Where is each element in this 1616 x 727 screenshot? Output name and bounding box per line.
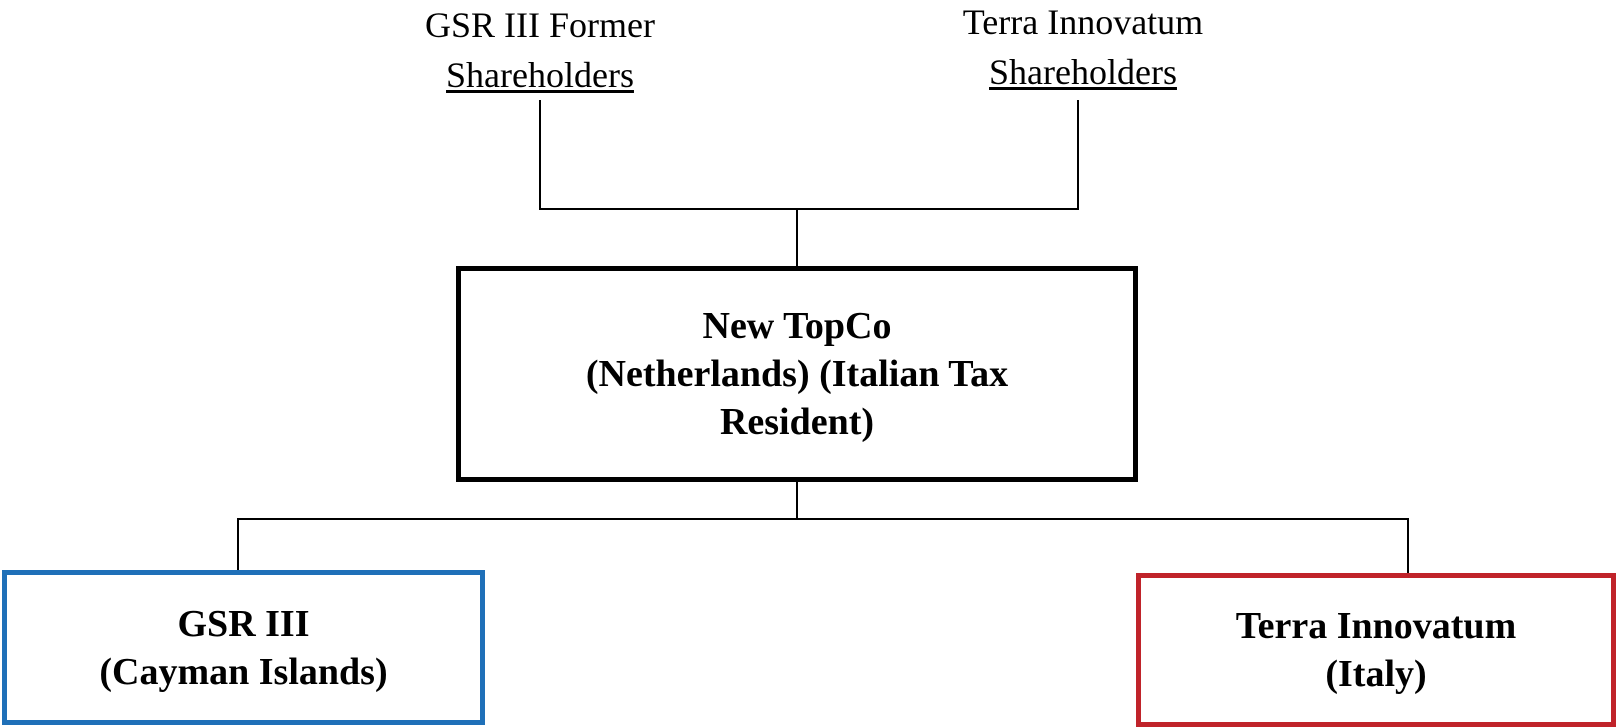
connector-shareholders-horizontal (539, 208, 1079, 210)
terra-box-line1: Terra Innovatum (1235, 605, 1517, 647)
connector-subsidiaries-horizontal (237, 518, 1409, 520)
terra-box-line2: (Italy) (1325, 653, 1427, 695)
connector-to-gsr-box (237, 518, 239, 572)
gsr-shareholders-line1: GSR III Former (425, 5, 655, 45)
gsr-former-shareholders-label: GSR III Former Shareholders (390, 0, 690, 100)
gsr-shareholders-line2: Shareholders (446, 55, 634, 95)
topco-line3: Resident) (719, 401, 875, 443)
new-topco-box: New TopCo (Netherlands) (Italian Tax Res… (456, 266, 1138, 482)
terra-innovatum-shareholders-label: Terra Innovatum Shareholders (918, 0, 1248, 97)
gsr-box-line2: (Cayman Islands) (99, 650, 388, 693)
topco-line2: (Netherlands) (Italian Tax (585, 353, 1009, 395)
connector-terra-shareholders-down (1077, 100, 1079, 210)
connector-topco-down (796, 482, 798, 520)
terra-shareholders-line1: Terra Innovatum (962, 2, 1204, 42)
connector-shareholders-to-topco (796, 208, 798, 268)
gsr-iii-box: GSR III (Cayman Islands) (2, 570, 485, 725)
connector-gsr-shareholders-down (539, 100, 541, 210)
gsr-box-line1: GSR III (177, 602, 310, 645)
terra-shareholders-line2: Shareholders (989, 52, 1177, 92)
terra-innovatum-box: Terra Innovatum (Italy) (1136, 573, 1616, 727)
topco-line1: New TopCo (702, 305, 892, 347)
connector-to-terra-box (1407, 518, 1409, 575)
